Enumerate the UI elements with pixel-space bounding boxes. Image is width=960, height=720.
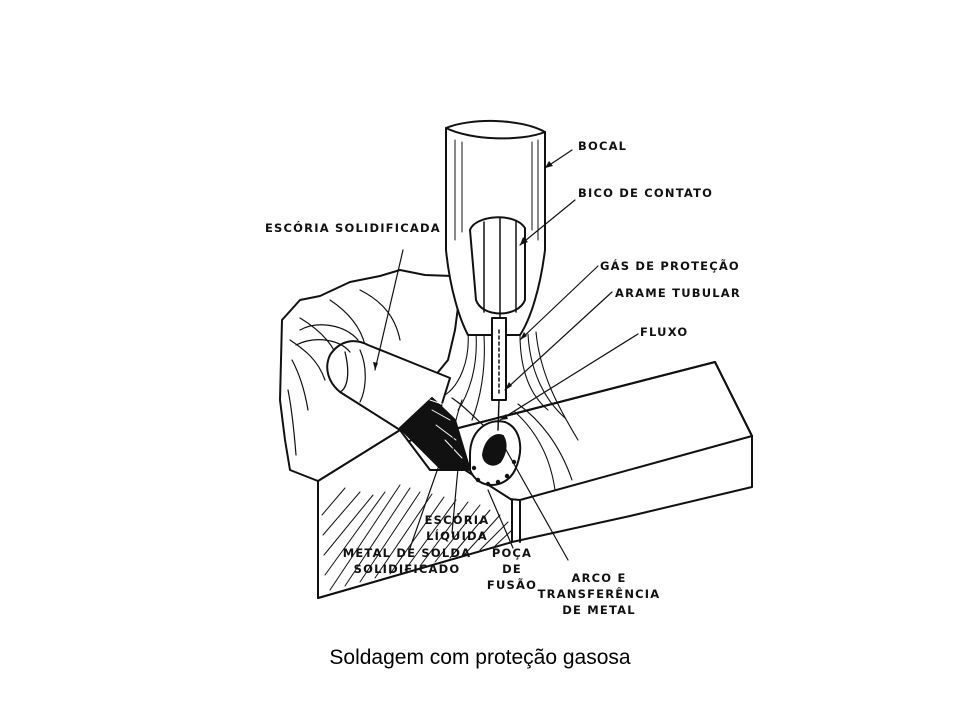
label-escoria-liquida-2: LÍQUIDA (426, 528, 488, 543)
label-metal-de-solda-1: METAL DE SOLDA (343, 546, 472, 560)
caption: Soldagem com proteção gasosa (329, 646, 631, 669)
shielding-gas (444, 331, 579, 491)
label-arco-2: TRANSFERÊNCIA (538, 586, 661, 601)
label-fluxo: FLUXO (640, 325, 688, 339)
weld-pool (469, 420, 522, 487)
base-plate (317, 361, 753, 599)
label-gas-de-protecao: GÁS DE PROTEÇÃO (600, 258, 740, 273)
cross-section-hatch (321, 484, 513, 591)
label-bocal: BOCAL (578, 139, 627, 153)
label-escoria-liquida-1: ESCÓRIA (425, 512, 490, 527)
label-poca-1: POÇA (492, 546, 532, 560)
leader-lines (374, 149, 639, 561)
label-metal-de-solda-2: SOLIDIFICADO (354, 562, 461, 576)
label-poca-2: DE (502, 562, 522, 576)
label-arco-1: ARCO E (571, 571, 626, 585)
label-bico-de-contato: BICO DE CONTATO (578, 186, 713, 200)
label-arco-3: DE METAL (562, 603, 636, 617)
contact-tip (469, 216, 526, 319)
tubular-wire (491, 317, 507, 431)
label-poca-3: FUSÃO (487, 577, 537, 592)
label-escoria-solidificada: ESCÓRIA SOLIDIFICADA (265, 220, 441, 235)
label-arame-tubular: ARAME TUBULAR (615, 286, 741, 300)
arrowheads (373, 161, 553, 420)
